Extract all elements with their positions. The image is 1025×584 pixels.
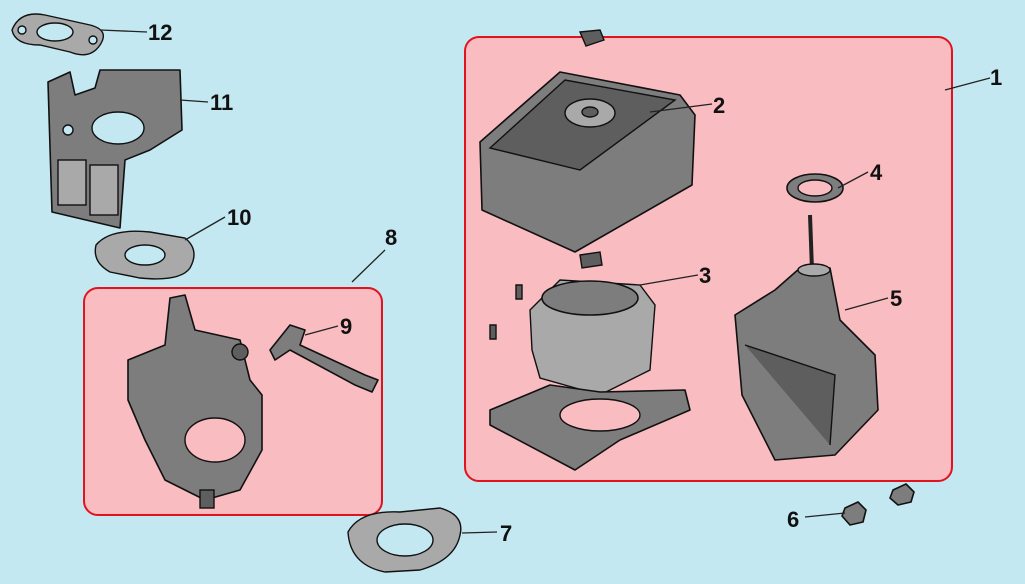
part-9-choke-lever[interactable] xyxy=(269,324,379,393)
part-6-nut[interactable] xyxy=(841,483,915,526)
callout-9: 9 xyxy=(340,314,352,339)
part-11-bracket[interactable] xyxy=(47,69,183,229)
callout-3: 3 xyxy=(699,263,711,288)
part-10-gasket[interactable] xyxy=(94,230,195,280)
callout-7: 7 xyxy=(500,521,512,546)
part-4-seal-ring[interactable] xyxy=(786,173,844,203)
callout-4: 4 xyxy=(870,160,883,185)
part-7-gasket[interactable] xyxy=(347,507,462,573)
part-8-carburetor[interactable] xyxy=(127,294,263,509)
air-cleaner-base[interactable] xyxy=(489,384,691,471)
callout-11: 11 xyxy=(210,90,233,115)
callout-8: 8 xyxy=(385,225,397,250)
leader-lines xyxy=(99,29,991,534)
part-3-air-filter-element[interactable] xyxy=(489,251,656,396)
callout-12: 12 xyxy=(148,20,172,45)
callout-10: 10 xyxy=(227,205,251,230)
callout-6: 6 xyxy=(787,507,799,532)
callout-5: 5 xyxy=(890,286,902,311)
callout-2: 2 xyxy=(713,93,725,118)
part-12-gasket[interactable] xyxy=(11,13,104,56)
part-2-air-cleaner-cover[interactable] xyxy=(479,29,696,253)
callout-1: 1 xyxy=(990,65,1002,90)
part-5-elbow-housing[interactable] xyxy=(734,214,879,461)
